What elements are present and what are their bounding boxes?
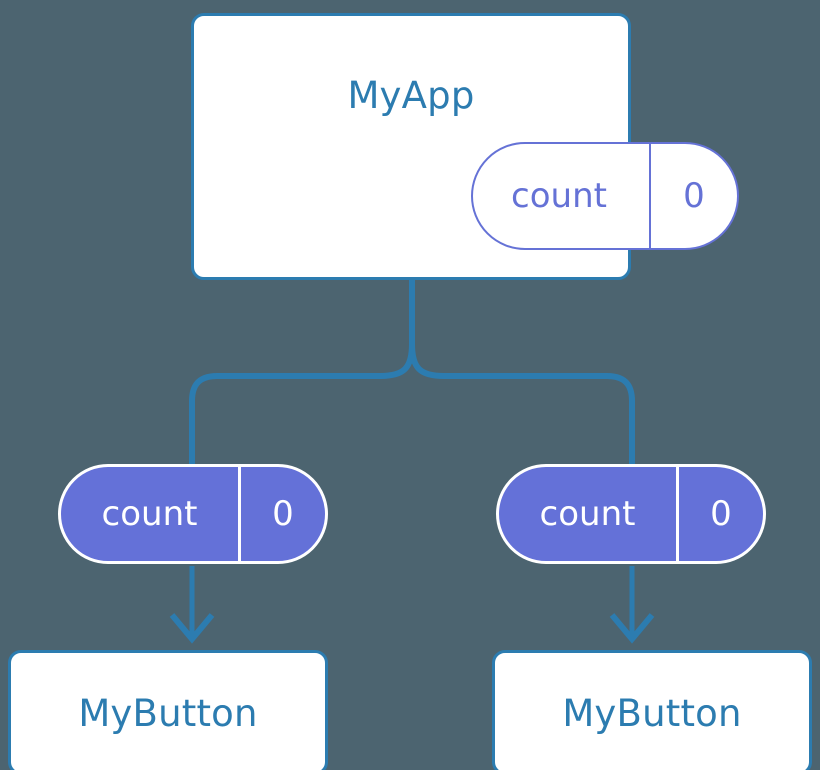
state-key-label: count bbox=[511, 176, 607, 216]
state-value-label: 0 bbox=[238, 467, 325, 561]
component-title: MyButton bbox=[562, 692, 742, 735]
state-key-label: count bbox=[101, 494, 198, 534]
state-pill-root[interactable]: count 0 bbox=[471, 142, 739, 250]
state-value-label: 0 bbox=[676, 467, 763, 561]
branch-left bbox=[189, 343, 415, 465]
page-title: MyApp bbox=[347, 74, 475, 117]
state-value-label: 0 bbox=[649, 144, 737, 248]
component-box-myapp[interactable]: MyApp count 0 bbox=[191, 13, 739, 280]
state-pill-left-child[interactable]: count 0 bbox=[58, 464, 328, 564]
state-pill-right-child[interactable]: count 0 bbox=[496, 464, 766, 564]
component-box-mybutton-left[interactable]: MyButton bbox=[8, 650, 328, 770]
state-key-label: count bbox=[539, 494, 636, 534]
arrowhead-left-icon bbox=[169, 613, 215, 644]
component-box-mybutton-right[interactable]: MyButton bbox=[492, 650, 812, 770]
arrowhead-right-icon bbox=[609, 613, 655, 644]
branch-right bbox=[409, 343, 635, 465]
component-title: MyButton bbox=[78, 692, 258, 735]
